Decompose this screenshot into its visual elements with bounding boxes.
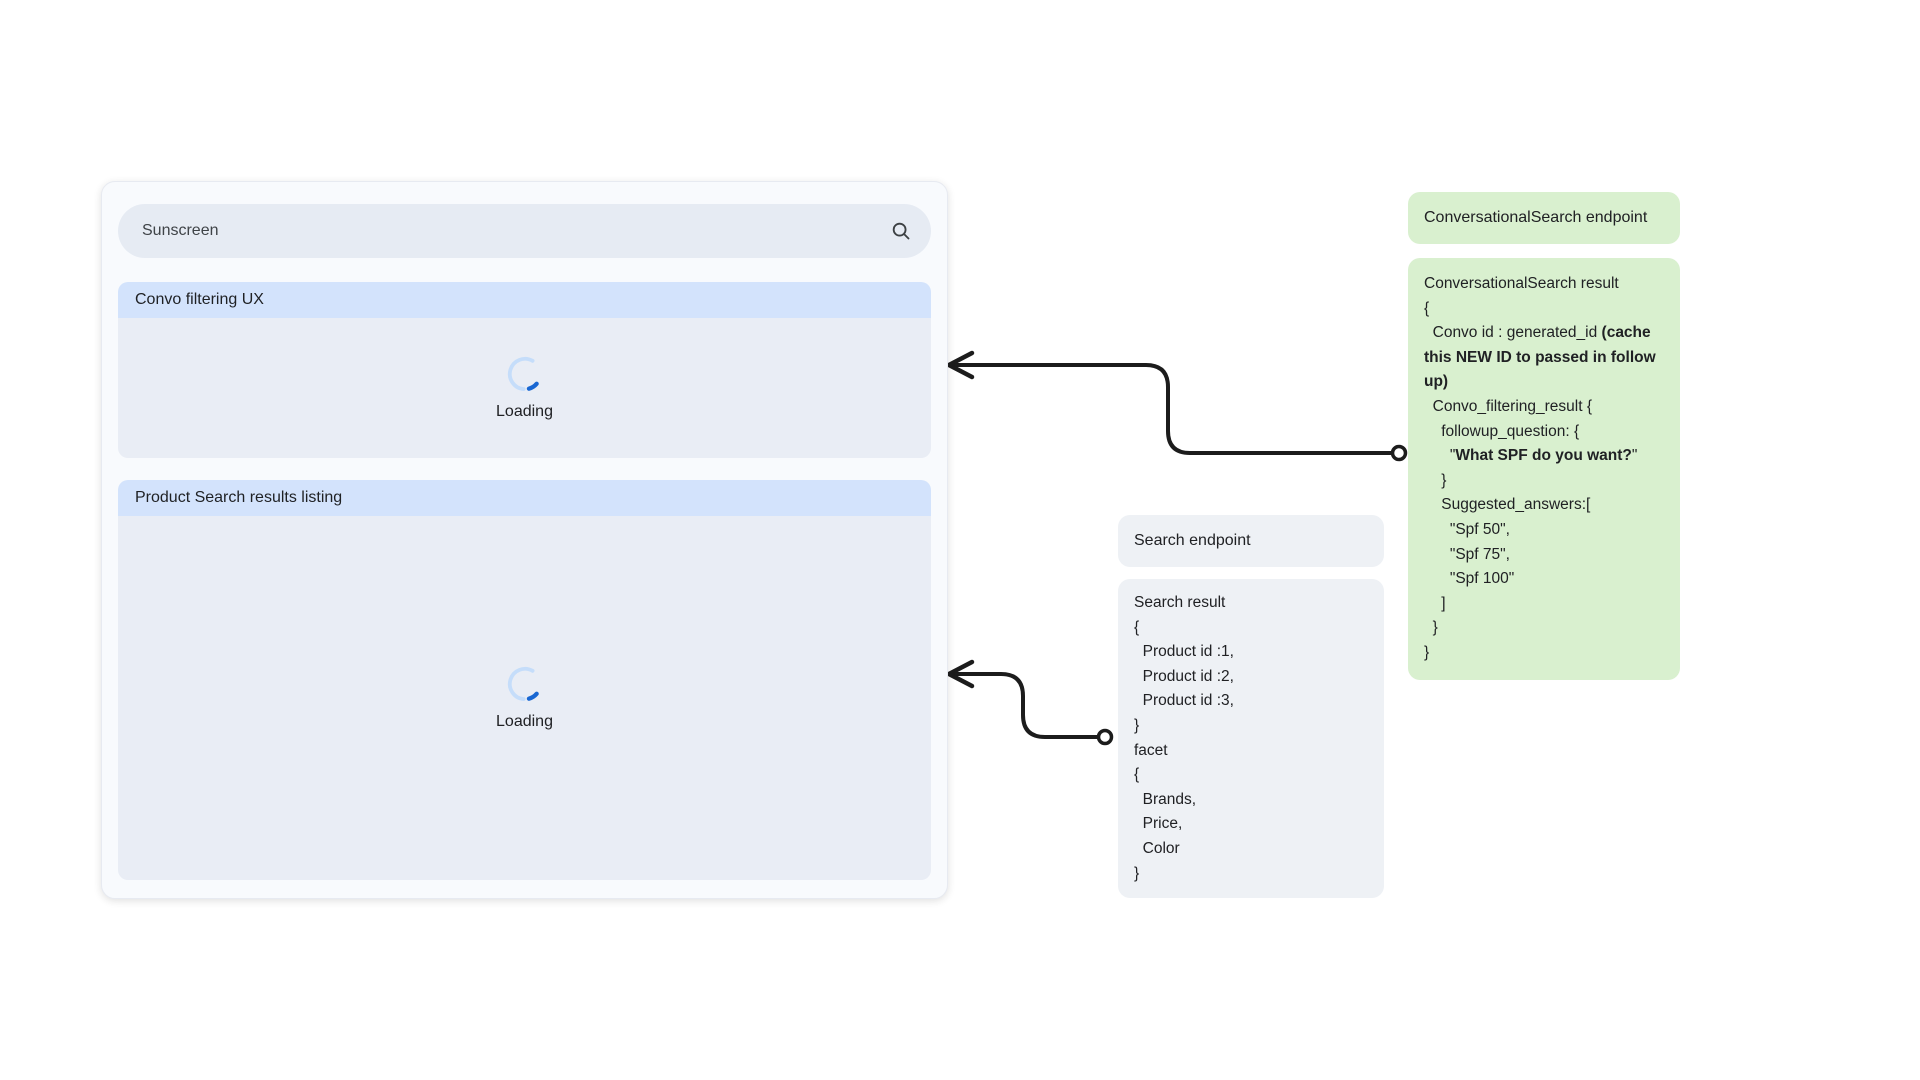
code-line: "Spf 50", bbox=[1424, 520, 1510, 538]
search-bar[interactable] bbox=[118, 204, 931, 258]
code-line: } bbox=[1134, 864, 1140, 882]
search-icon[interactable] bbox=[890, 220, 912, 242]
code-line: "Spf 100" bbox=[1424, 570, 1515, 588]
loading-label: Loading bbox=[496, 713, 553, 730]
code-line: Product id :2, bbox=[1134, 667, 1234, 685]
product-results-header: Product Search results listing bbox=[118, 480, 931, 516]
note-conversational-search-endpoint: ConversationalSearch endpoint bbox=[1408, 192, 1680, 244]
note-title: ConversationalSearch endpoint bbox=[1424, 209, 1648, 226]
product-results-section: Product Search results listing Loading bbox=[118, 480, 931, 880]
convo-filtering-body: Loading bbox=[118, 318, 931, 458]
loading-spinner-icon bbox=[507, 666, 539, 702]
search-input[interactable] bbox=[142, 222, 890, 240]
code-line: Convo id : generated_id (cache this NEW … bbox=[1424, 324, 1660, 391]
code-line: Product id :1, bbox=[1134, 643, 1234, 661]
code-line: Search result bbox=[1134, 594, 1226, 611]
arrowhead-icon bbox=[946, 350, 975, 380]
loading-spinner-icon bbox=[507, 356, 539, 392]
code-line: "What SPF do you want?" bbox=[1424, 447, 1638, 465]
code-line: Color bbox=[1134, 839, 1180, 857]
note-search-endpoint: Search endpoint bbox=[1118, 515, 1384, 567]
code-line: } bbox=[1424, 471, 1447, 489]
arrow-convo-result-to-convo-section bbox=[946, 350, 1408, 462]
note-search-result: Search result { Product id :1, Product id… bbox=[1118, 579, 1384, 899]
note-conversational-search-result: ConversationalSearch result { Convo id : … bbox=[1408, 258, 1680, 680]
search-ui-mockup-panel: Convo filtering UX Loading Product Searc… bbox=[101, 181, 948, 899]
connector-dot-icon bbox=[1096, 728, 1114, 746]
code-line: ConversationalSearch result bbox=[1424, 275, 1619, 292]
code-line: { bbox=[1134, 766, 1140, 784]
arrow-search-result-to-product-section bbox=[946, 659, 1114, 746]
code-line: } bbox=[1134, 716, 1140, 734]
code-line: Suggested_answers:[ bbox=[1424, 496, 1591, 514]
code-line: { bbox=[1134, 618, 1140, 636]
code-line: Convo_filtering_result { bbox=[1424, 397, 1593, 415]
code-line: followup_question: { bbox=[1424, 422, 1580, 440]
convo-filtering-title: Convo filtering UX bbox=[135, 291, 264, 308]
code-line: facet bbox=[1134, 741, 1168, 759]
product-results-body: Loading bbox=[118, 516, 931, 880]
code-line: ] bbox=[1424, 594, 1446, 612]
code-line: Brands, bbox=[1134, 790, 1197, 808]
loading-label: Loading bbox=[496, 403, 553, 420]
code-line: { bbox=[1424, 299, 1430, 317]
code-line: Product id :3, bbox=[1134, 692, 1234, 710]
note-title: Search endpoint bbox=[1134, 532, 1251, 549]
convo-filtering-header: Convo filtering UX bbox=[118, 282, 931, 318]
convo-filtering-section: Convo filtering UX Loading bbox=[118, 282, 931, 458]
code-line: "Spf 75", bbox=[1424, 545, 1510, 563]
product-results-title: Product Search results listing bbox=[135, 489, 343, 506]
connector-dot-icon bbox=[1390, 444, 1408, 462]
code-line: } bbox=[1424, 643, 1430, 661]
code-line: } bbox=[1424, 619, 1438, 637]
code-line: Price, bbox=[1134, 815, 1183, 833]
arrowhead-icon bbox=[946, 659, 975, 689]
